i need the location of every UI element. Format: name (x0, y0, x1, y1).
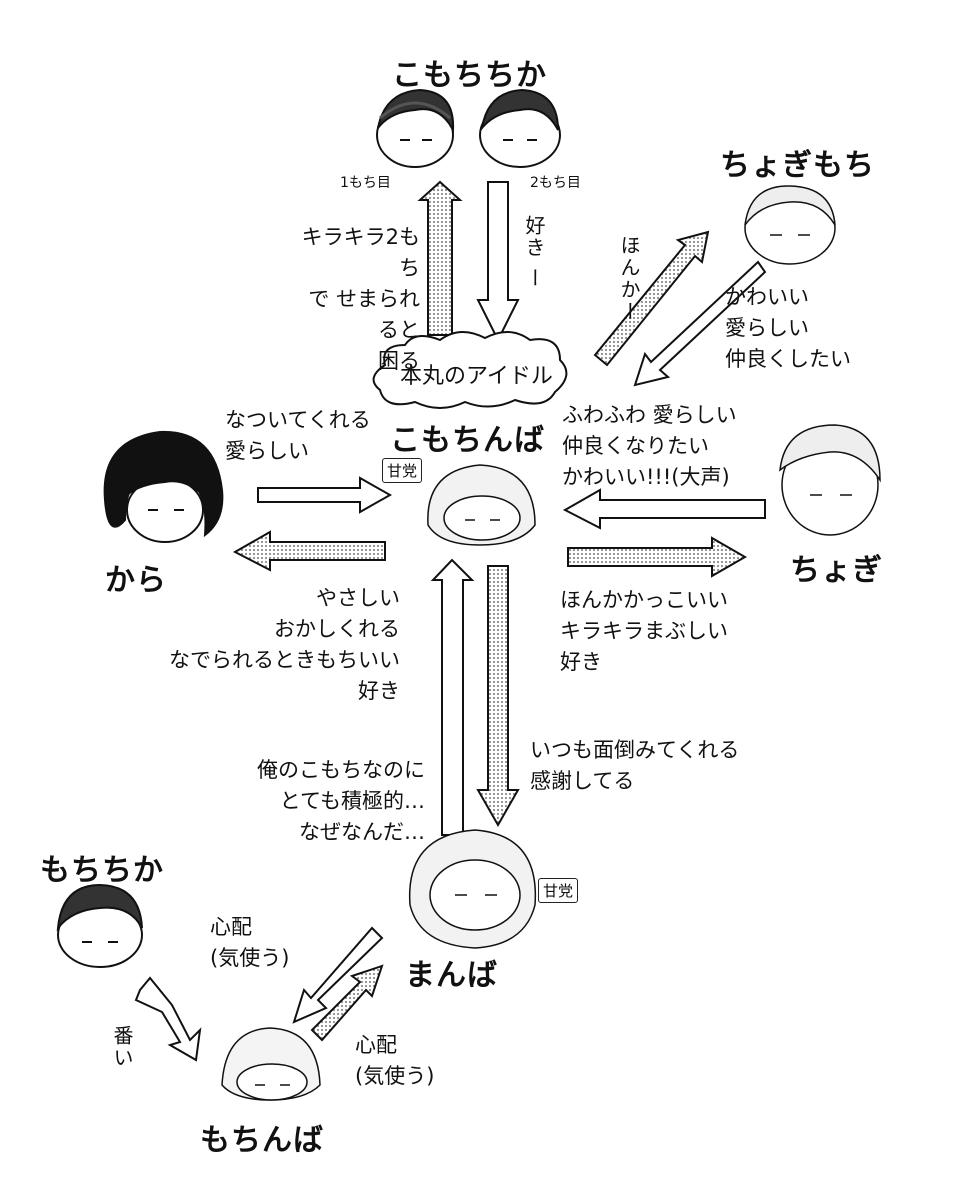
arrow-to-kara (232, 530, 386, 572)
komochinba-name: こもちんば (390, 423, 545, 458)
manba-sweet-tag: 甘党 (538, 878, 579, 903)
mochichika-head (56, 883, 143, 968)
note-mochichika-mochinba: 番い (110, 1025, 134, 1069)
arrow-manba-to-mochinba (292, 926, 384, 1024)
kara-head (103, 430, 224, 543)
komochika-2-head (479, 88, 561, 168)
mochinba-head (221, 1027, 321, 1101)
komochika-1-label: 1もち目 (340, 175, 391, 191)
mochinba-name: もちんば (200, 1123, 324, 1158)
komochinba-head (427, 464, 536, 546)
arrow-to-choogi (567, 536, 748, 578)
komochika-2-label: 2もち目 (530, 175, 581, 191)
note-to-komochika: キラキラ2もち で せまられると 困る (301, 225, 420, 373)
arrow-from-choogimochi (633, 260, 767, 387)
arrow-from-komochika (476, 181, 520, 343)
komochika-name: こもちちか (392, 58, 547, 93)
komochinba-sweet-tag: 甘党 (382, 458, 423, 483)
note-from-kara: なついてくれる 愛らしい (225, 408, 371, 463)
arrow-mochinba-to-manba (310, 964, 384, 1042)
note-to-kara: やさしい おかしくれる なでられるときもちいい 好き (169, 586, 400, 703)
idol-bubble (372, 331, 568, 409)
note-from-choogi: ふわふわ 愛らしい 仲良くなりたい かわいい!!!(大声) (562, 403, 737, 489)
choogimochi-name: ちょぎもち (720, 148, 875, 183)
arrow-to-choogimochi (593, 230, 710, 367)
idol-bubble-text: 本丸のアイドル (400, 364, 553, 389)
komochika-1-head (376, 88, 455, 168)
note-from-komochika: 好き ー (522, 215, 546, 290)
note-mochinba-to-manba: 心配 (気使う) (355, 1033, 435, 1088)
note-to-manba: いつも面倒みてくれる 感謝してる (530, 738, 740, 793)
manba-name: まんば (405, 958, 498, 993)
mochichika-name: もちちか (40, 853, 164, 888)
arrow-komochinba-to-manba (476, 565, 520, 828)
arrow-manba-to-komochinba (430, 558, 475, 836)
choogimochi-head (744, 185, 836, 265)
arrow-from-kara (257, 476, 393, 514)
choogi-head (779, 424, 881, 536)
arrow-to-komochika (417, 180, 463, 336)
kara-name: から (105, 563, 167, 598)
note-from-choogimochi: かわいい 愛らしい 仲良くしたい (725, 285, 851, 371)
manba-head (408, 829, 537, 949)
note-manba-to-mochinba: 心配 (気使う) (210, 915, 290, 970)
note-to-choogimochi: ほんかー (617, 235, 641, 323)
arrow-mochichika-mochinba (134, 976, 202, 1062)
note-to-choogi: ほんかかっこいい キラキラまぶしい 好き (560, 588, 728, 674)
note-manba-about-komochika: 俺のこもちなのに とても積極的… なぜなんだ… (257, 758, 425, 844)
choogi-name: ちょぎ (790, 553, 883, 588)
arrow-from-choogi (562, 488, 766, 530)
